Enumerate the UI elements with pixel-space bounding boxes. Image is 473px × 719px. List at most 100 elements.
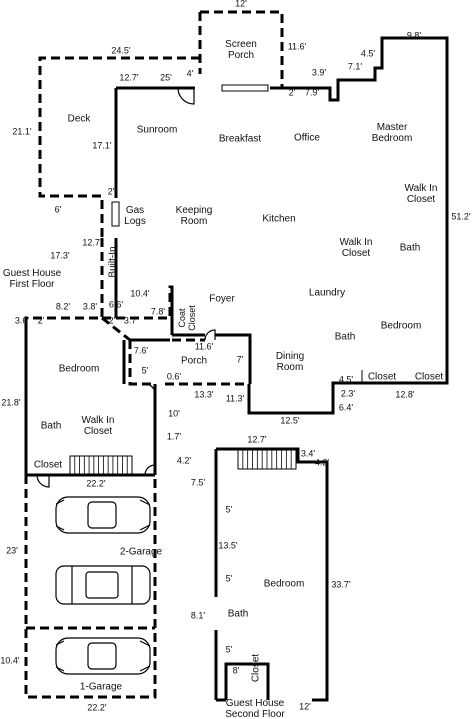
door-arc-north	[177, 87, 195, 105]
dim-6-6: 6.6'	[108, 299, 124, 310]
label-porch: Porch	[180, 355, 208, 367]
dim-2-mid: 2'	[107, 186, 115, 197]
dim-3-4: 3.4'	[300, 448, 316, 459]
sliding-door	[221, 84, 269, 92]
dim-8: 8'	[232, 665, 240, 676]
dim-5: 5'	[141, 365, 149, 376]
dim-7: 7'	[236, 354, 244, 365]
label-office: Office	[294, 132, 320, 144]
dim-10: 10'	[168, 408, 180, 419]
door-arc-porch	[144, 383, 156, 395]
label-screen-porch: Screen Porch	[225, 39, 257, 61]
label-closet-second: Closet	[250, 653, 262, 683]
dim-6: 6'	[54, 204, 62, 215]
door-arc-garage	[144, 464, 156, 476]
dim-24-5: 24.5'	[111, 45, 131, 56]
dim-8-2: 8.2'	[55, 301, 71, 312]
dim-2-3: 2.3'	[340, 388, 356, 399]
dim-4-2: 4.2'	[176, 455, 192, 466]
dim-11-6-porch: 11.6'	[287, 41, 307, 52]
deck-outline	[38, 56, 200, 238]
dim-3-9: 3.9'	[311, 67, 327, 78]
label-walk-in-closet-guest: Walk In Closet	[81, 415, 115, 437]
dim-5-a: 5'	[225, 504, 233, 515]
label-built-in: Built-In	[107, 246, 119, 278]
interior-walls	[333, 370, 363, 384]
fireplace	[111, 201, 120, 227]
dim-1-7: 1.7'	[166, 431, 182, 442]
garage-outline	[24, 475, 157, 699]
label-guest-house-first-floor: Guest House First Floor	[2, 268, 62, 290]
car-3	[55, 637, 151, 675]
label-coat-closet: Coat Closet	[177, 305, 197, 331]
label-keeping-room: Keeping Room	[175, 205, 213, 227]
stair-treads-first-floor	[74, 456, 128, 475]
dim-22-2-bottom: 22.2'	[87, 702, 107, 713]
main-house-exterior-walls	[116, 36, 449, 415]
label-bedroom-guest: Bedroom	[58, 363, 100, 375]
dim-10-4: 10.4'	[130, 288, 150, 299]
label-walk-in-closet-master: Walk In Closet	[404, 183, 438, 205]
dim-12-top: 12'	[235, 0, 247, 9]
dim-25: 25'	[160, 72, 172, 83]
car-2	[55, 565, 151, 605]
label-dining-room: Dining Room	[275, 351, 305, 373]
dim-7-8: 7.8'	[150, 306, 166, 317]
label-bath-mid: Bath	[334, 331, 356, 343]
dim-7-5: 7.5'	[190, 477, 206, 488]
dim-6-4: 6.4'	[338, 402, 354, 413]
dim-4-3: 4.3'	[314, 457, 330, 468]
dim-17-3: 17.3'	[50, 250, 70, 261]
dim-12-5: 12.5'	[280, 415, 300, 426]
dim-7-1: 7.1'	[347, 61, 363, 72]
label-closet-right-1: Closet	[367, 371, 397, 383]
dim-3-7: 3.7'	[123, 315, 139, 326]
dim-23: 23'	[6, 545, 18, 556]
dim-4: 4'	[186, 68, 194, 79]
dim-13-3: 13.3'	[194, 389, 214, 400]
label-walk-in-closet-mid: Walk In Closet	[339, 237, 373, 259]
label-guest-house-second-floor: Guest House Second Floor	[225, 698, 285, 719]
dim-51-2: 51.2'	[451, 211, 471, 222]
label-closet-right-2: Closet	[414, 371, 444, 383]
dim-4-5: 4.5'	[360, 48, 376, 59]
dim-11-6: 11.6'	[194, 341, 214, 352]
dim-10-4-b: 10.4'	[0, 655, 20, 666]
label-master-bedroom: Master Bedroom	[371, 122, 413, 144]
label-foyer: Foyer	[209, 293, 235, 305]
dim-2-left: 2'	[37, 315, 45, 326]
dim-3-8: 3.8'	[82, 301, 98, 312]
dim-7-6: 7.6'	[133, 345, 149, 356]
dim-12-8: 12.8'	[395, 389, 415, 400]
label-bath-guest: Bath	[40, 420, 62, 432]
label-closet-guest: Closet	[33, 459, 63, 471]
dim-12-7-v: 12.7'	[82, 237, 102, 248]
screen-porch-outline	[198, 10, 284, 88]
stair-treads-second-floor	[242, 449, 292, 469]
label-gas-logs: Gas Logs	[124, 205, 146, 227]
label-deck: Deck	[67, 113, 91, 125]
dim-13-5: 13.5'	[218, 540, 238, 551]
porch-walls	[122, 287, 252, 475]
guest-first-floor-walls	[24, 318, 155, 477]
dim-22-2-top: 22.2'	[86, 478, 106, 489]
label-one-garage: 1-Garage	[79, 681, 123, 693]
guest-second-floor-walls	[214, 447, 329, 702]
dim-21-8: 21.8'	[1, 397, 21, 408]
label-two-garage: 2-Garage	[119, 546, 163, 558]
dim-5-c: 5'	[225, 644, 233, 655]
dim-5-b: 5'	[225, 573, 233, 584]
dim-33-7: 33.7'	[331, 579, 351, 590]
label-bath-second: Bath	[227, 608, 249, 620]
label-kitchen: Kitchen	[262, 213, 296, 225]
label-bedroom-right: Bedroom	[380, 320, 422, 332]
car-1	[55, 496, 151, 534]
dim-9-8: 9.8'	[406, 30, 422, 41]
dim-17-1: 17.1'	[92, 140, 112, 151]
label-bath-master: Bath	[399, 242, 421, 254]
dim-21-1: 21.1'	[12, 126, 32, 137]
stairs-first-floor	[69, 455, 133, 476]
dim-2-b: 2'	[108, 315, 116, 326]
